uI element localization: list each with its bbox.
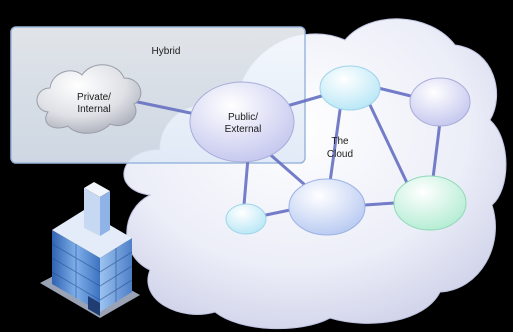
link-private-public [126,98,202,117]
cloud-node-top-cyan [319,65,381,111]
building-icon [40,182,140,318]
link-topcyan-bluenode [328,108,342,184]
private-internal-label-line2: Internal [77,104,110,115]
hybrid-label: Hybrid [152,46,181,57]
the-cloud-label-line1: The [331,136,349,147]
private-cloud-icon [36,64,142,134]
cloud-node-lavender [409,77,471,127]
cloud-node-blue [288,178,366,236]
link-bluenode-green [363,201,397,207]
public-external-label-line1: Public/ [228,112,258,123]
cloud-node-small-cyan [225,203,267,235]
public-external-label-line2: External [225,124,262,135]
public-external-node [189,81,295,163]
the-cloud-label-line2: Cloud [327,149,353,160]
link-smallcyan-bluenode [264,208,292,217]
link-lavender-green [431,120,442,180]
link-topcyan-lavender [376,86,417,99]
network-links [126,86,442,217]
link-topcyan-green [368,103,410,187]
private-internal-label-line1: Private/ [77,92,111,103]
cloud-node-green [393,175,467,231]
link-public-smallcyan [242,156,250,207]
link-public-bluenode [263,148,307,187]
